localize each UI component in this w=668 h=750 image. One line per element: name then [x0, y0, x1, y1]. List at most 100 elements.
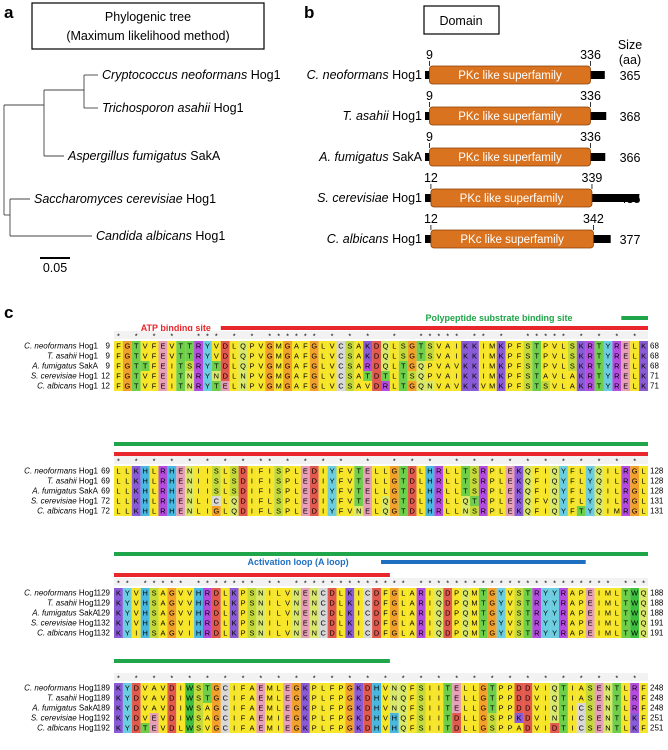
residue-cell	[594, 608, 604, 618]
residue-cell	[559, 351, 568, 361]
residue-letter: I	[456, 372, 458, 381]
residue-letter: S	[214, 477, 219, 486]
residue-cell	[496, 598, 506, 608]
alignment-row-name: C. neoformans Hog1	[24, 467, 98, 476]
residue-letter: P	[508, 724, 513, 733]
residue-letter: E	[365, 507, 370, 516]
residue-cell	[336, 506, 346, 516]
residue-cell	[381, 588, 390, 598]
residue-cell	[194, 608, 203, 618]
residue-cell	[576, 351, 586, 361]
residue-letter: Q	[641, 609, 647, 618]
residue-letter: T	[214, 362, 219, 371]
residue-cell	[185, 713, 195, 723]
conservation-star: *	[366, 674, 369, 683]
residue-cell	[478, 693, 488, 703]
residue-letter: S	[419, 694, 424, 703]
residue-cell	[229, 381, 239, 391]
conservation-star: *	[562, 579, 565, 588]
residue-letter: K	[365, 342, 370, 351]
residue-cell	[496, 608, 506, 618]
residue-cell	[354, 361, 364, 371]
conservation-star: *	[126, 579, 129, 588]
residue-letter: F	[303, 342, 308, 351]
conservation-star: *	[393, 457, 396, 466]
residue-cell	[247, 703, 257, 713]
residue-cell	[505, 588, 515, 598]
residue-letter: V	[508, 609, 513, 618]
residue-letter: Q	[463, 629, 469, 638]
residue-letter: D	[374, 629, 379, 638]
residue-cell	[238, 588, 248, 598]
residue-cell	[176, 618, 186, 628]
residue-cell	[425, 361, 435, 371]
residue-cell	[194, 341, 203, 351]
residue-cell	[541, 618, 551, 628]
residue-cell	[122, 496, 132, 506]
residue-cell	[345, 628, 355, 638]
residue-cell	[567, 598, 577, 608]
residue-letter: M	[267, 724, 273, 733]
residue-letter: S	[276, 497, 281, 506]
residue-cell	[434, 476, 444, 486]
residue-cell	[452, 381, 462, 391]
residue-letter: M	[605, 589, 611, 598]
residue-letter: Y	[125, 724, 130, 733]
residue-letter: L	[419, 497, 423, 506]
residue-cell	[185, 496, 195, 506]
residue-cell	[461, 476, 470, 486]
residue-letter: L	[223, 477, 227, 486]
residue-letter: C	[579, 714, 585, 723]
residue-letter: T	[134, 352, 139, 361]
residue-cell	[140, 693, 150, 703]
residue-cell	[336, 371, 346, 381]
residue-letter: A	[160, 629, 165, 638]
residue-cell	[238, 361, 248, 371]
residue-letter: Q	[525, 477, 531, 486]
residue-cell	[220, 598, 230, 608]
alignment-row-end: 128	[650, 467, 664, 476]
residue-letter: D	[374, 609, 379, 618]
residue-cell	[532, 506, 542, 516]
residue-cell	[478, 351, 488, 361]
residue-cell	[639, 693, 648, 703]
residue-letter: T	[561, 714, 566, 723]
residue-letter: V	[187, 599, 192, 608]
residue-cell	[603, 476, 613, 486]
residue-letter: F	[570, 487, 575, 496]
residue-letter: V	[134, 619, 139, 628]
residue-cell	[416, 628, 426, 638]
residue-cell	[211, 361, 221, 371]
residue-letter: F	[410, 684, 415, 693]
residue-letter: H	[142, 487, 147, 496]
residue-letter: K	[116, 684, 121, 693]
alignment-row-name: C. albicans Hog1	[37, 382, 98, 391]
residue-cell	[478, 713, 488, 723]
residue-letter: L	[321, 694, 325, 703]
residue-cell	[612, 683, 622, 693]
residue-letter: F	[259, 467, 264, 476]
residue-cell	[140, 598, 150, 608]
residue-letter: D	[409, 467, 414, 476]
residue-cell	[470, 703, 479, 713]
residue-cell	[229, 618, 239, 628]
residue-cell	[292, 361, 301, 371]
residue-letter: L	[615, 487, 619, 496]
residue-cell	[478, 703, 488, 713]
residue-letter: L	[374, 497, 378, 506]
residue-cell	[425, 466, 435, 476]
alignment-row-end: 128	[650, 477, 664, 486]
residue-cell	[203, 506, 212, 516]
residue-cell	[389, 371, 399, 381]
residue-letter: G	[213, 684, 219, 693]
residue-letter: V	[330, 382, 335, 391]
residue-cell	[452, 351, 462, 361]
residue-letter: Y	[330, 487, 335, 496]
residue-letter: A	[152, 704, 157, 713]
residue-letter: T	[526, 599, 531, 608]
residue-cell	[559, 466, 568, 476]
panel-a-title-line2: (Maximum likelihood method)	[66, 29, 229, 43]
residue-cell	[639, 371, 648, 381]
residue-letter: G	[213, 714, 219, 723]
